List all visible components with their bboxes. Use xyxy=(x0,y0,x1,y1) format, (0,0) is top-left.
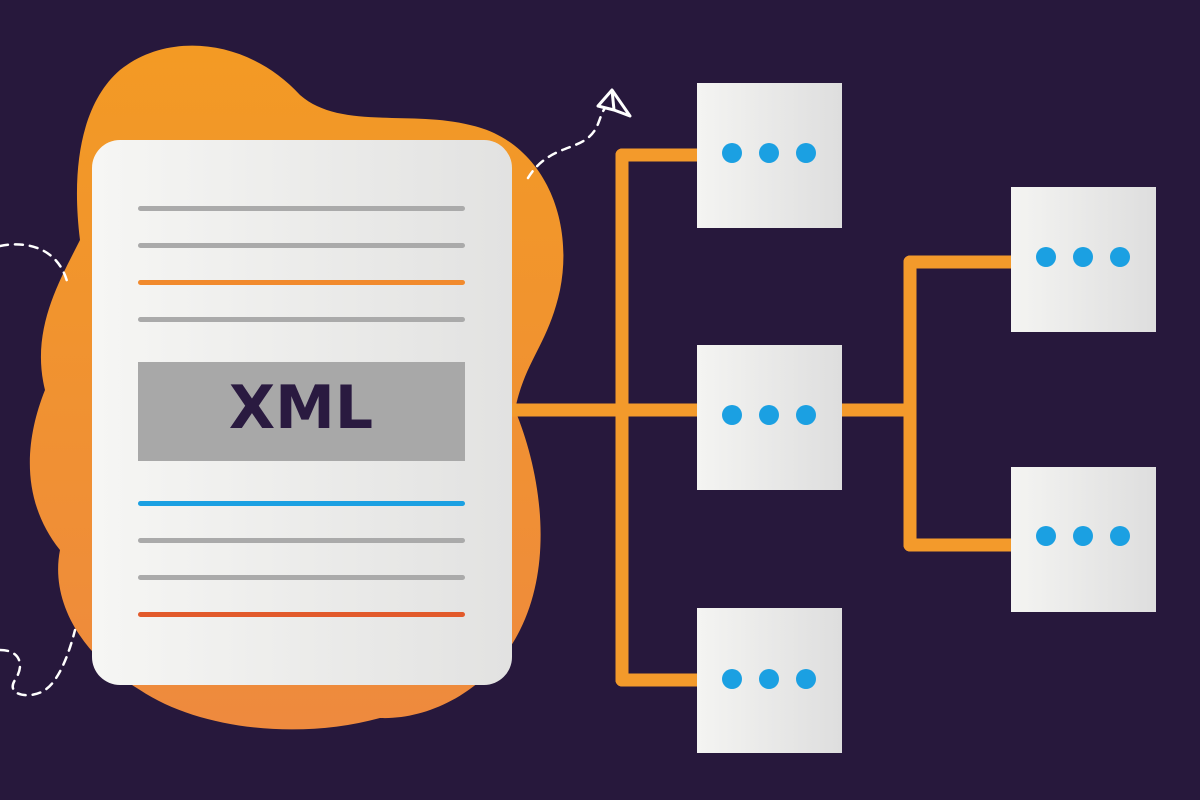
dots-icon xyxy=(722,143,816,163)
doc-line-gray-1 xyxy=(138,206,465,211)
dashed-trail-left xyxy=(0,243,70,287)
doc-line-gray-3 xyxy=(138,317,465,322)
xml-label-bar xyxy=(138,362,465,461)
tree-connectors xyxy=(503,148,1022,687)
dashed-trail-top xyxy=(526,106,607,180)
paper-plane-icon xyxy=(596,88,632,118)
dots-icon xyxy=(1036,526,1130,546)
doc-line-orange xyxy=(138,280,465,285)
tree-node-bottom xyxy=(697,608,842,753)
dots-icon xyxy=(722,405,816,425)
doc-line-blue xyxy=(138,501,465,506)
xml-label: XML xyxy=(229,373,373,443)
doc-line-gray-2 xyxy=(138,243,465,248)
dashed-trail-bottom xyxy=(0,628,77,697)
tree-node-top xyxy=(697,83,842,228)
dots-icon xyxy=(1036,247,1130,267)
xml-document-card: XML xyxy=(92,140,512,685)
tree-node-right-bottom xyxy=(1011,467,1156,612)
doc-line-gray-5 xyxy=(138,575,465,580)
dots-icon xyxy=(722,669,816,689)
tree-node-right-top xyxy=(1011,187,1156,332)
tree-node-middle xyxy=(697,345,842,490)
doc-line-gray-4 xyxy=(138,538,465,543)
doc-line-red xyxy=(138,612,465,617)
